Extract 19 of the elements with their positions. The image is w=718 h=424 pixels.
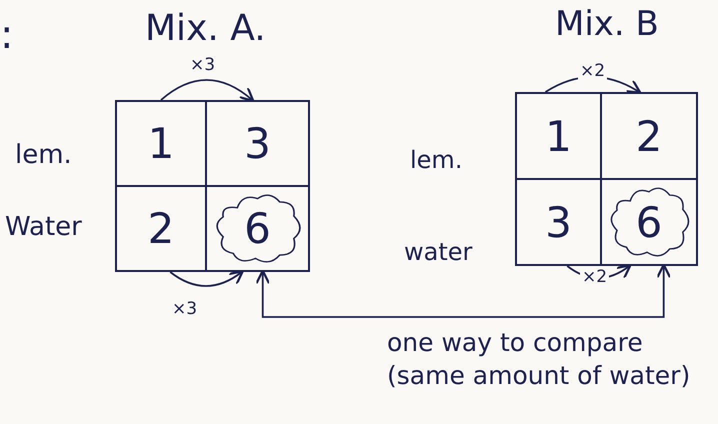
table-cell: 1 (515, 92, 602, 180)
table-cell: 3 (205, 100, 310, 187)
table-cell: 2 (115, 185, 207, 272)
arrow (160, 79, 254, 102)
row-label: Water (5, 212, 82, 242)
table-title: Mix. A. (145, 8, 266, 49)
table-title: Mix. B (555, 4, 659, 44)
row-label: water (404, 238, 472, 266)
colon-mark: : (0, 12, 14, 58)
arrow (170, 270, 244, 287)
table-cell: 6 (600, 178, 698, 266)
table-cell: 1 (115, 100, 207, 187)
row-label: lem. (15, 140, 72, 170)
arrow (255, 264, 672, 318)
table-cell: 2 (600, 92, 698, 180)
table-cell: 6 (205, 185, 310, 272)
row-label: lem. (410, 146, 462, 174)
table-cell: 3 (515, 178, 602, 266)
edge-label: ×2 (578, 62, 608, 81)
